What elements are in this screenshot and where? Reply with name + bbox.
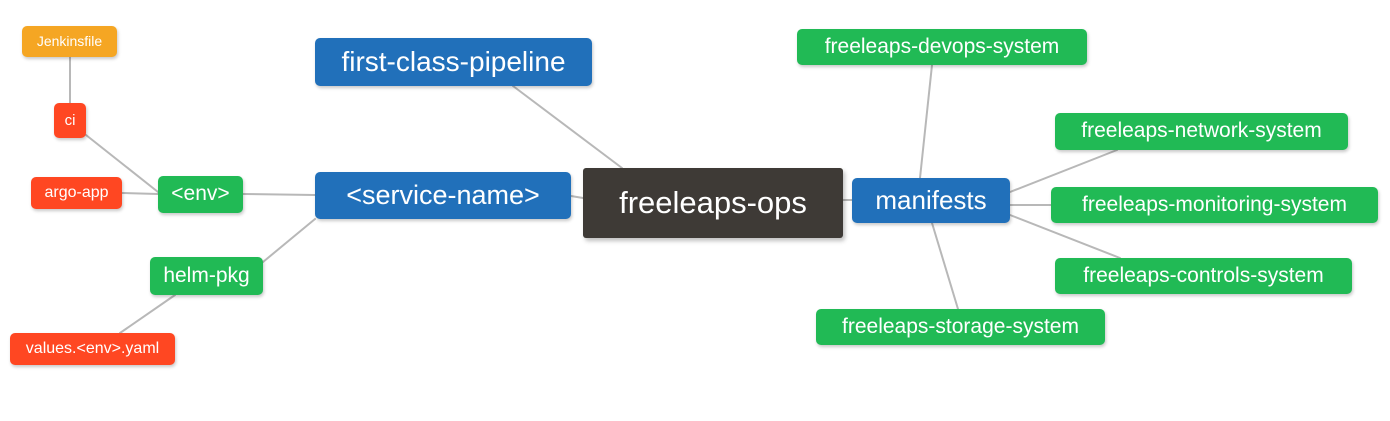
node-jenkinsfile[interactable]: Jenkinsfile	[22, 26, 117, 57]
node-first-class-pipeline[interactable]: first-class-pipeline	[315, 38, 592, 86]
node-ci[interactable]: ci	[54, 103, 86, 138]
node-argo-app[interactable]: argo-app	[31, 177, 122, 209]
node-freeleaps-ops[interactable]: freeleaps-ops	[583, 168, 843, 238]
edge-service-name-to-helm-pkg	[262, 218, 316, 263]
node-freeleaps-devops-system[interactable]: freeleaps-devops-system	[797, 29, 1087, 65]
edge-manifests-to-freeleaps-network-system	[1009, 149, 1118, 193]
edge-manifests-to-freeleaps-devops-system	[919, 64, 933, 179]
edge-helm-pkg-to-values-env-yaml	[119, 294, 176, 334]
edge-manifests-to-freeleaps-storage-system	[931, 222, 959, 310]
node-freeleaps-storage-system[interactable]: freeleaps-storage-system	[816, 309, 1105, 345]
node-values-env-yaml[interactable]: values.<env>.yaml	[10, 333, 175, 365]
edge-argo-app-to-env	[121, 192, 159, 195]
node-service-name[interactable]: <service-name>	[315, 172, 571, 219]
edge-first-class-pipeline-to-freeleaps-ops	[512, 85, 623, 169]
node-helm-pkg[interactable]: helm-pkg	[150, 257, 263, 295]
node-manifests[interactable]: manifests	[852, 178, 1010, 223]
node-env[interactable]: <env>	[158, 176, 243, 213]
edge-service-name-to-freeleaps-ops	[570, 195, 584, 199]
node-freeleaps-network-system[interactable]: freeleaps-network-system	[1055, 113, 1348, 150]
node-freeleaps-controls-system[interactable]: freeleaps-controls-system	[1055, 258, 1352, 294]
node-freeleaps-monitoring-system[interactable]: freeleaps-monitoring-system	[1051, 187, 1378, 223]
edge-env-to-service-name	[242, 193, 316, 196]
